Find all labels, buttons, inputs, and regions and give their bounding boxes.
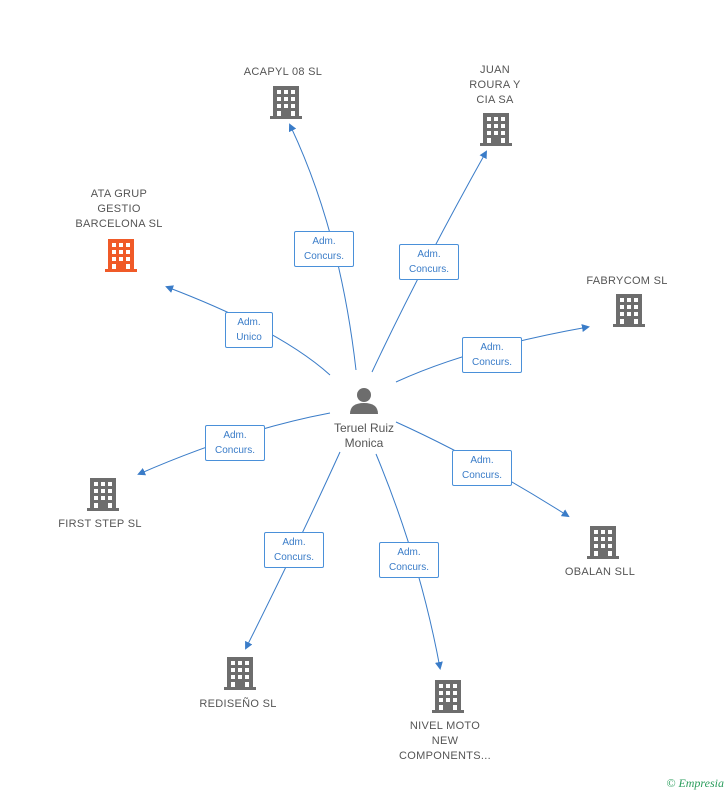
- person-icon[interactable]: [350, 388, 378, 414]
- edge-label-line1: Adm.: [237, 317, 261, 328]
- edge-label-nivel-moto[interactable]: Adm. Concurs.: [379, 542, 439, 578]
- building-icon-rediseno[interactable]: [224, 657, 256, 690]
- edge-label-ata-grup[interactable]: Adm. Unico: [225, 312, 273, 348]
- brand-text: Empresia: [678, 776, 724, 790]
- person-name-line1: Teruel Ruiz: [333, 421, 395, 435]
- node-label-ata-grup[interactable]: ATA GRUP GESTIO BARCELONA SL: [75, 188, 163, 230]
- edge-label-line1: Adm.: [282, 537, 306, 548]
- edge-label-line2: Concurs.: [214, 445, 255, 456]
- person-name-line2: Monica: [344, 436, 384, 450]
- copyright-icon: ©: [666, 776, 676, 790]
- edge-label-juan-roura[interactable]: Adm. Concurs.: [399, 244, 459, 280]
- building-icon-first-step[interactable]: [87, 478, 119, 511]
- edge-label-line1: Adm.: [312, 236, 336, 247]
- edge-label-line1: Adm.: [480, 342, 504, 353]
- building-icon-obalan[interactable]: [587, 526, 619, 559]
- empresia-brand: © Empresia: [666, 776, 724, 791]
- building-icon-juan-roura[interactable]: [480, 113, 512, 146]
- edge-label-obalan[interactable]: Adm. Concurs.: [452, 450, 512, 486]
- building-icon-fabrycom[interactable]: [613, 294, 645, 327]
- node-label-obalan[interactable]: OBALAN SLL: [564, 566, 636, 578]
- node-label-fabrycom[interactable]: FABRYCOM SL: [586, 275, 668, 287]
- edge-label-line1: Adm.: [470, 455, 494, 466]
- edge-label-line1: Adm.: [223, 430, 247, 441]
- edge-label-rediseno[interactable]: Adm. Concurs.: [264, 532, 324, 568]
- edge-label-acapyl[interactable]: Adm. Concurs.: [294, 231, 354, 267]
- building-icon-acapyl[interactable]: [270, 86, 302, 119]
- edge-label-line2: Unico: [236, 332, 262, 343]
- center-person-label[interactable]: Teruel Ruiz Monica: [314, 421, 414, 451]
- edge-label-line2: Concurs.: [273, 552, 314, 563]
- edge-label-line2: Concurs.: [303, 251, 344, 262]
- node-label-juan-roura[interactable]: JUAN ROURA Y CIA SA: [469, 64, 521, 106]
- edge-label-line2: Concurs.: [461, 470, 502, 481]
- building-icon-nivel-moto[interactable]: [432, 680, 464, 713]
- node-label-acapyl[interactable]: ACAPYL 08 SL: [243, 66, 323, 78]
- edge-label-line1: Adm.: [397, 547, 421, 558]
- node-label-nivel-moto[interactable]: NIVEL MOTO NEW COMPONENTS...: [399, 720, 491, 762]
- edge-label-line2: Concurs.: [388, 562, 429, 573]
- edge-label-line2: Concurs.: [471, 357, 512, 368]
- edge-label-line1: Adm.: [417, 249, 441, 260]
- edge-label-line2: Concurs.: [408, 264, 449, 275]
- edge-label-first-step[interactable]: Adm. Concurs.: [205, 425, 265, 461]
- edge-label-fabrycom[interactable]: Adm. Concurs.: [462, 337, 522, 373]
- building-icon-ata-grup[interactable]: [105, 239, 137, 272]
- node-label-first-step[interactable]: FIRST STEP SL: [58, 518, 142, 530]
- node-label-rediseno[interactable]: REDISEÑO SL: [199, 698, 277, 710]
